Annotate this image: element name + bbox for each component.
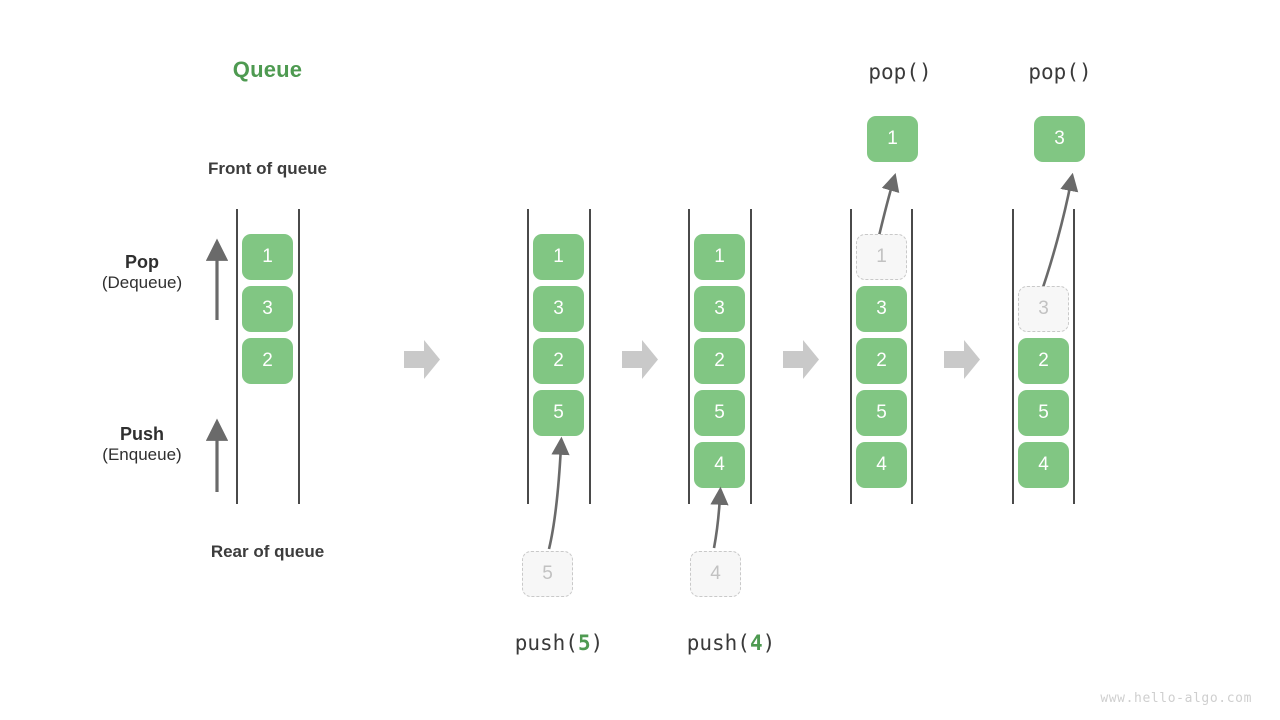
pop-direction-arrow-icon (205, 238, 229, 320)
push-5-suffix: ) (590, 631, 604, 655)
queue-item[interactable]: 2 (694, 338, 745, 384)
pop-1-caption: pop() (868, 60, 932, 84)
popped-item[interactable]: 1 (867, 116, 918, 162)
step-arrow-icon (783, 340, 819, 379)
queue-item[interactable]: 2 (1018, 338, 1069, 384)
queue-rail-right-s5 (1073, 209, 1075, 504)
push-direction-arrow-icon (205, 418, 229, 492)
push-4-caption: push(4) (640, 631, 822, 655)
queue-rail-right-s3 (750, 209, 752, 504)
push-5-prefix: push( (514, 631, 578, 655)
push-4-suffix: ) (762, 631, 776, 655)
queue-item[interactable]: 1 (694, 234, 745, 280)
pop-label: Pop (Dequeue) (58, 252, 226, 293)
pop-label-secondary: (Dequeue) (101, 273, 183, 293)
queue-item[interactable]: 5 (1018, 390, 1069, 436)
queue-item[interactable]: 1 (242, 234, 293, 280)
queue-item[interactable]: 5 (694, 390, 745, 436)
queue-rail-left-s3 (688, 209, 690, 504)
queue-item[interactable]: 2 (856, 338, 907, 384)
rear-of-queue-label: Rear of queue (210, 542, 325, 561)
pop-label-primary: Pop (125, 252, 159, 272)
queue-item[interactable]: 3 (694, 286, 745, 332)
queue-rail-right-s1 (298, 209, 300, 504)
queue-item[interactable]: 2 (242, 338, 293, 384)
pop-2-caption: pop() (1028, 60, 1092, 84)
step-arrow-icon (944, 340, 980, 379)
push-motion-arrow-icon (710, 486, 729, 549)
queue-item[interactable]: 5 (856, 390, 907, 436)
queue-item[interactable]: 1 (533, 234, 584, 280)
push-motion-arrow-icon (547, 436, 570, 550)
ghost-item-outgoing: 3 (1018, 286, 1069, 332)
page-title: Queue (232, 57, 303, 82)
step-arrow-icon (622, 340, 658, 379)
ghost-item-incoming: 4 (690, 551, 741, 597)
push-4-prefix: push( (686, 631, 750, 655)
push-5-caption: push(5) (468, 631, 650, 655)
watermark: www.hello-algo.com (1100, 691, 1252, 706)
queue-item[interactable]: 3 (856, 286, 907, 332)
popped-item[interactable]: 3 (1034, 116, 1085, 162)
queue-item[interactable]: 4 (1018, 442, 1069, 488)
queue-rail-right-s4 (911, 209, 913, 504)
queue-rail-right-s2 (589, 209, 591, 504)
queue-item[interactable]: 3 (533, 286, 584, 332)
push-label-primary: Push (119, 424, 164, 444)
push-5-value: 5 (577, 631, 591, 655)
queue-item[interactable]: 2 (533, 338, 584, 384)
step-arrow-icon (404, 340, 440, 379)
ghost-item-outgoing: 1 (856, 234, 907, 280)
queue-item[interactable]: 3 (242, 286, 293, 332)
front-of-queue-label: Front of queue (208, 159, 327, 178)
ghost-item-incoming: 5 (522, 551, 573, 597)
pop-motion-arrow-icon (1038, 172, 1079, 297)
queue-item[interactable]: 4 (856, 442, 907, 488)
queue-rail-left-s4 (850, 209, 852, 504)
push-label-secondary: (Enqueue) (102, 445, 182, 465)
queue-rail-left-s5 (1012, 209, 1014, 504)
queue-rail-left-s2 (527, 209, 529, 504)
push-label: Push (Enqueue) (58, 424, 226, 465)
queue-rail-left-s1 (236, 209, 238, 504)
queue-item-pushed[interactable]: 4 (694, 442, 745, 488)
push-4-value: 4 (749, 631, 763, 655)
queue-item-pushed[interactable]: 5 (533, 390, 584, 436)
